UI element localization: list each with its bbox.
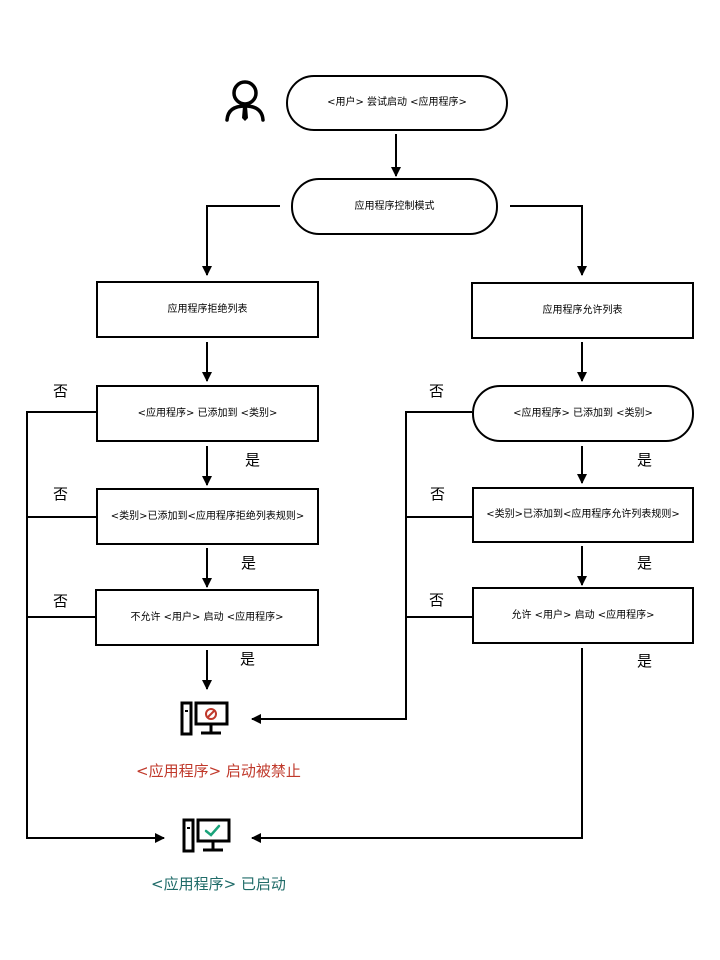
deny-rule-node: <类别>已添加到<应用程序拒绝列表规则> bbox=[96, 488, 319, 545]
deny-rule-text: <类别>已添加到<应用程序拒绝列表规则> bbox=[110, 510, 305, 522]
yes-label: 是 bbox=[637, 652, 653, 670]
no-label: 否 bbox=[430, 485, 446, 503]
yes-label: 是 bbox=[245, 451, 261, 469]
arrow-allow-user-launched bbox=[251, 648, 583, 843]
allow-added-node: <应用程序> 已添加到 <类别> bbox=[472, 385, 694, 442]
no-label: 否 bbox=[429, 591, 445, 609]
deny-user-node: 不允许 <用户> 启动 <应用程序> bbox=[95, 589, 319, 646]
arrow-mode-allowlist bbox=[510, 205, 587, 276]
allow-rule-node: <类别>已添加到<应用程序允许列表规则> bbox=[472, 487, 694, 543]
blocked-result-text: <应用程序> 启动被禁止 bbox=[136, 762, 301, 780]
no-label: 否 bbox=[53, 382, 69, 400]
allow-rule-text: <类别>已添加到<应用程序允许列表规则> bbox=[486, 509, 680, 520]
no-label: 否 bbox=[53, 592, 69, 610]
yes-label: 是 bbox=[241, 554, 257, 572]
start-node: <用户> 尝试启动 <应用程序> bbox=[286, 75, 508, 131]
deny-user-text: 不允许 <用户> 启动 <应用程序> bbox=[130, 611, 284, 623]
start-node-text: <用户> 尝试启动 <应用程序> bbox=[327, 97, 467, 108]
yes-label: 是 bbox=[637, 554, 653, 572]
no-label: 否 bbox=[429, 382, 445, 400]
yes-label: 是 bbox=[240, 650, 256, 668]
deny-added-node: <应用程序> 已添加到 <类别> bbox=[96, 385, 319, 442]
denylist-node: 应用程序拒绝列表 bbox=[96, 281, 319, 338]
allow-added-text: <应用程序> 已添加到 <类别> bbox=[513, 407, 653, 419]
denylist-node-text: 应用程序拒绝列表 bbox=[167, 303, 248, 315]
launched-result-text: <应用程序> 已启动 bbox=[151, 875, 286, 893]
arrow-deny-no-launched bbox=[26, 411, 165, 843]
arrow-mode-denylist bbox=[202, 205, 280, 276]
allow-user-text: 允许 <用户> 启动 <应用程序> bbox=[511, 609, 655, 621]
no-label: 否 bbox=[53, 485, 69, 503]
allow-user-node: 允许 <用户> 启动 <应用程序> bbox=[472, 587, 694, 644]
deny-added-text: <应用程序> 已添加到 <类别> bbox=[137, 407, 278, 419]
mode-node: 应用程序控制模式 bbox=[291, 178, 498, 235]
allowlist-node-text: 应用程序允许列表 bbox=[542, 304, 623, 316]
allowlist-node: 应用程序允许列表 bbox=[471, 282, 694, 339]
arrow-allow-no-blocked bbox=[251, 411, 472, 724]
mode-node-text: 应用程序控制模式 bbox=[354, 200, 435, 212]
yes-label: 是 bbox=[637, 451, 653, 469]
